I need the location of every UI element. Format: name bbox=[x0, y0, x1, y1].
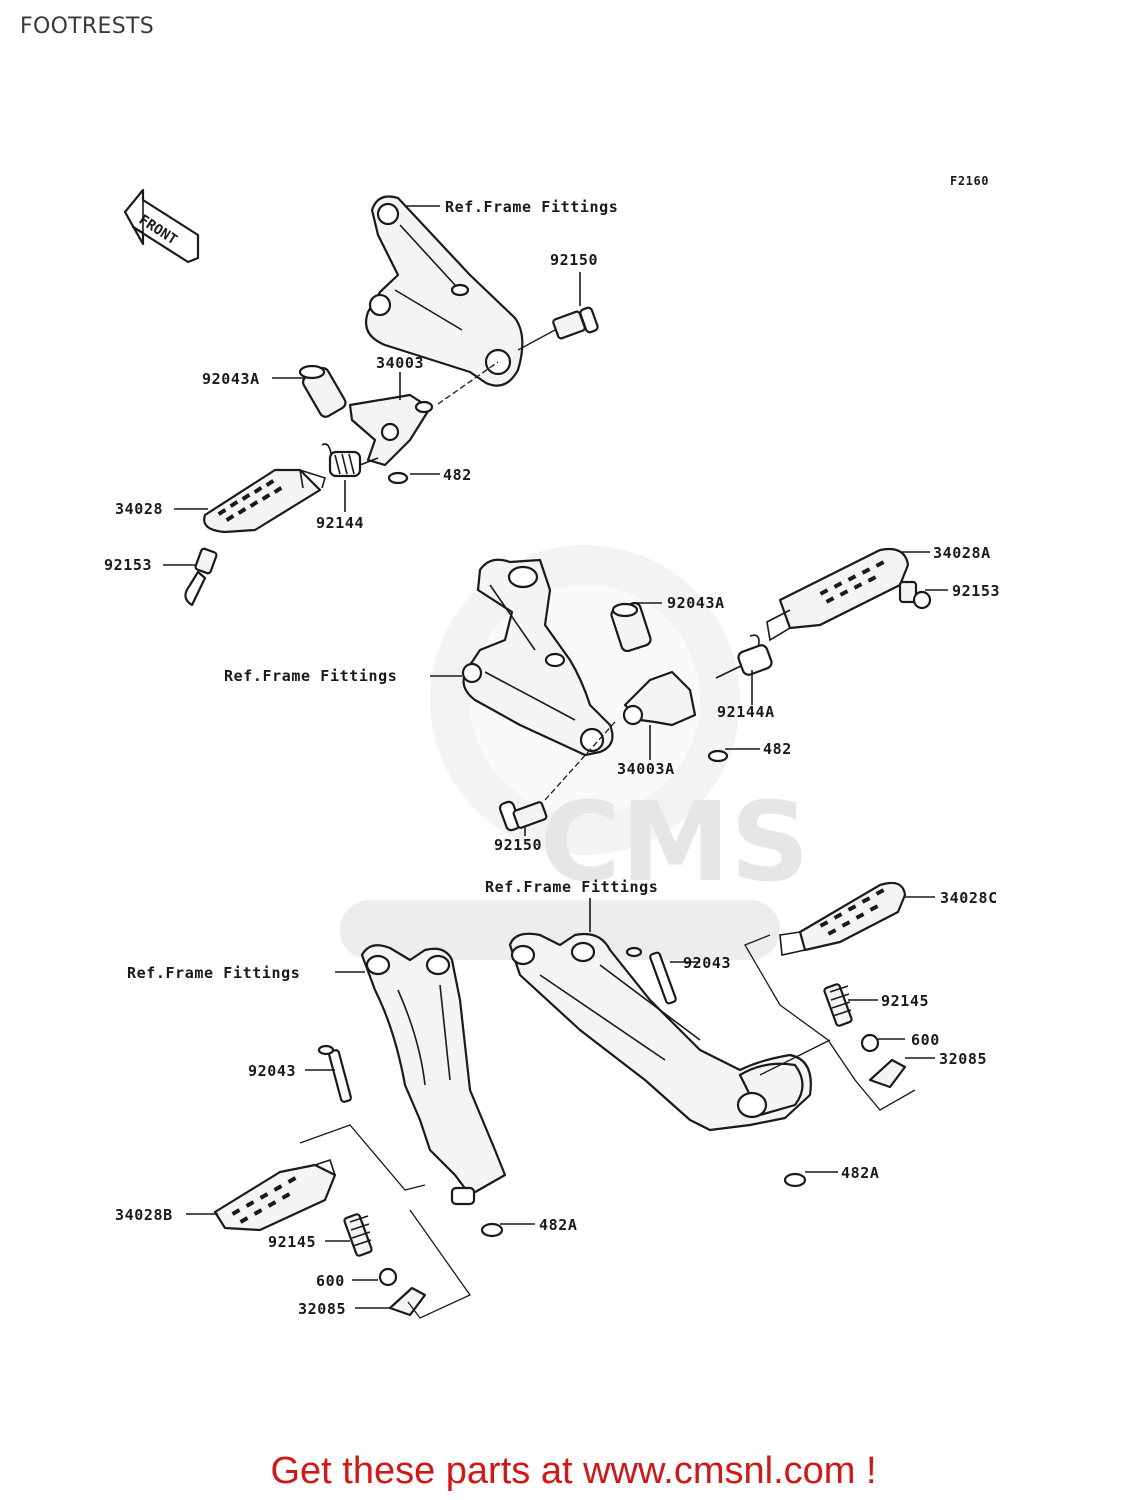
watermark-logo: CMS bbox=[340, 545, 809, 960]
slider-92153-right bbox=[898, 580, 932, 610]
label-600: 600 bbox=[316, 1272, 345, 1290]
label-ref-frame-fittings: Ref.Frame Fittings bbox=[224, 667, 397, 685]
top-assembly bbox=[184, 195, 599, 607]
lower-left-assembly bbox=[213, 944, 507, 1319]
spring-92144A bbox=[715, 634, 773, 679]
label-482: 482 bbox=[763, 740, 792, 758]
collar-92043A bbox=[298, 364, 347, 418]
ball-600-left bbox=[378, 1267, 398, 1287]
label-92043A: 92043A bbox=[202, 370, 260, 388]
pin-92043-left bbox=[317, 1044, 352, 1103]
slider-92153-left bbox=[184, 547, 218, 607]
label-34028B: 34028B bbox=[115, 1206, 173, 1224]
middle-assembly bbox=[461, 547, 932, 832]
label-34028: 34028 bbox=[115, 500, 163, 518]
label-92153: 92153 bbox=[104, 556, 152, 574]
holder-34003A bbox=[622, 670, 697, 727]
collar-92043A-right bbox=[610, 601, 652, 653]
figure-code: F2160 bbox=[950, 174, 989, 188]
label-92145: 92145 bbox=[268, 1233, 316, 1251]
ball-600-right bbox=[860, 1033, 880, 1053]
label-600: 600 bbox=[911, 1031, 940, 1049]
label-482: 482 bbox=[443, 466, 472, 484]
clip-32085-right bbox=[868, 1058, 907, 1089]
pin-482-top bbox=[387, 471, 409, 485]
spring-92144 bbox=[321, 443, 379, 478]
bolt-92150-lower bbox=[498, 800, 548, 832]
page-title: FOOTRESTS bbox=[20, 14, 154, 39]
part-labels: Ref.Frame Fittings 92150 92043A 34003 48… bbox=[104, 198, 1000, 1318]
label-ref-frame-fittings: Ref.Frame Fittings bbox=[445, 198, 618, 216]
pin-482A-left bbox=[480, 1222, 504, 1238]
label-92043: 92043 bbox=[248, 1062, 296, 1080]
label-34028C: 34028C bbox=[940, 889, 998, 907]
label-92150: 92150 bbox=[494, 836, 542, 854]
watermark-text: CMS bbox=[540, 778, 809, 906]
label-ref-frame-fittings: Ref.Frame Fittings bbox=[485, 878, 658, 896]
lower-right-assembly bbox=[508, 881, 916, 1188]
spring-92145-left bbox=[343, 1213, 373, 1257]
bolt-92150 bbox=[552, 306, 599, 340]
label-34003: 34003 bbox=[376, 354, 424, 372]
label-32085: 32085 bbox=[939, 1050, 987, 1068]
holder-34003 bbox=[348, 393, 434, 467]
label-92043: 92043 bbox=[683, 954, 731, 972]
promo-link[interactable]: Get these parts at www.cmsnl.com ! bbox=[270, 1450, 877, 1492]
label-92144A: 92144A bbox=[717, 703, 775, 721]
footpeg-34028 bbox=[203, 468, 326, 534]
footpeg-34028C bbox=[779, 881, 907, 956]
label-92150: 92150 bbox=[550, 251, 598, 269]
pin-482-middle bbox=[707, 749, 729, 763]
label-34003A: 34003A bbox=[617, 760, 675, 778]
label-92144: 92144 bbox=[316, 514, 364, 532]
label-34028A: 34028A bbox=[933, 544, 991, 562]
label-92153: 92153 bbox=[952, 582, 1000, 600]
label-92043A: 92043A bbox=[667, 594, 725, 612]
pin-482A-right bbox=[783, 1172, 807, 1188]
pin-92043-right bbox=[625, 946, 677, 1005]
label-ref-frame-fittings: Ref.Frame Fittings bbox=[127, 964, 300, 982]
footpeg-34028A bbox=[766, 547, 910, 642]
leader-lines bbox=[163, 205, 948, 1309]
label-32085: 32085 bbox=[298, 1300, 346, 1318]
label-92145: 92145 bbox=[881, 992, 929, 1010]
clip-32085-left bbox=[388, 1286, 427, 1317]
footpeg-34028B bbox=[213, 1158, 337, 1232]
label-482A: 482A bbox=[841, 1164, 880, 1182]
front-arrow-icon: FRONT bbox=[123, 188, 200, 264]
label-482A: 482A bbox=[539, 1216, 578, 1234]
spring-92145-right bbox=[823, 983, 853, 1027]
